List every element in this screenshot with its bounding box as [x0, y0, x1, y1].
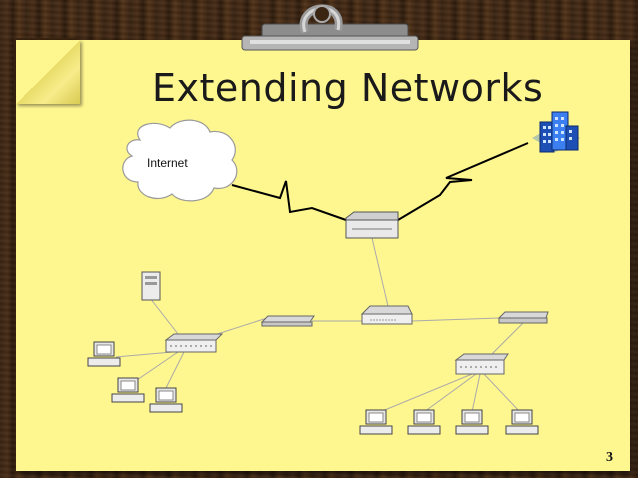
cloud-label: Internet: [147, 156, 188, 170]
router-icon: [360, 305, 413, 325]
hub-icon: [454, 353, 509, 375]
workstation-icon: [87, 341, 121, 367]
slide-title: Extending Networks: [152, 66, 544, 110]
workstation-icon: [505, 409, 539, 435]
lan-cables: [115, 237, 525, 413]
router-icon: [345, 211, 399, 239]
hub-icon: [164, 333, 224, 353]
workstation-icon: [149, 387, 183, 413]
workstation-icon: [407, 409, 441, 435]
page-fold-icon: [16, 40, 80, 104]
workstation-icon: [359, 409, 393, 435]
cloud-icon: [122, 119, 238, 202]
server-tower-icon: [141, 271, 161, 301]
switch-icon: [260, 315, 315, 327]
switch-icon: [497, 311, 549, 324]
building-icon: [532, 111, 580, 153]
workstation-icon: [111, 377, 145, 403]
wan-link-building: [397, 142, 529, 221]
clipboard-clip-icon: [241, 4, 419, 51]
page-number: 3: [606, 450, 613, 465]
wan-link-internet: [231, 180, 347, 221]
workstation-icon: [455, 409, 489, 435]
